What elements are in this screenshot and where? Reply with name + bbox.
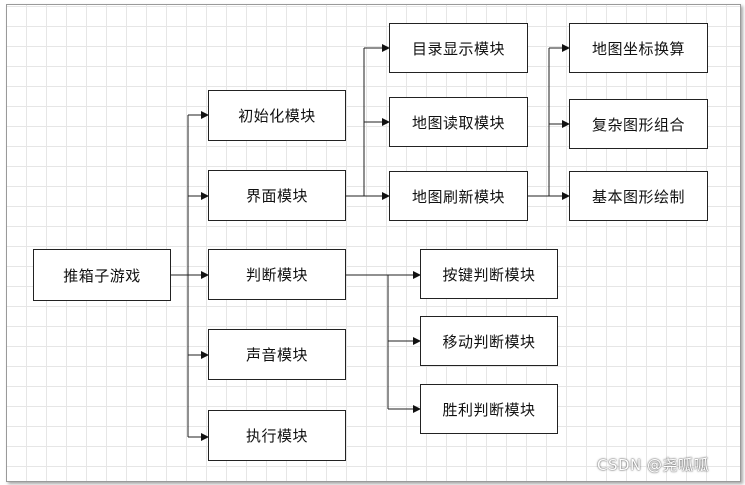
node-map-read-module: 地图读取模块: [389, 97, 528, 147]
watermark: CSDN @尧呱呱: [597, 456, 710, 474]
node-judge-module: 判断模块: [208, 249, 346, 300]
node-complex-shape-combination: 复杂图形组合: [569, 99, 708, 149]
node-map-refresh-module: 地图刷新模块: [389, 171, 528, 221]
node-menu-display-module: 目录显示模块: [389, 23, 528, 73]
node-ui-module: 界面模块: [208, 170, 346, 221]
node-move-judge-module: 移动判断模块: [420, 316, 558, 366]
node-basic-shape-drawing: 基本图形绘制: [569, 171, 708, 221]
node-init-module: 初始化模块: [208, 90, 346, 141]
node-win-judge-module: 胜利判断模块: [420, 384, 558, 434]
node-sound-module: 声音模块: [208, 329, 346, 380]
node-map-coord-conversion: 地图坐标换算: [569, 23, 708, 73]
diagram-canvas: [6, 4, 741, 482]
node-root: 推箱子游戏: [33, 249, 171, 301]
node-key-judge-module: 按键判断模块: [420, 249, 558, 299]
node-exec-module: 执行模块: [208, 410, 346, 461]
